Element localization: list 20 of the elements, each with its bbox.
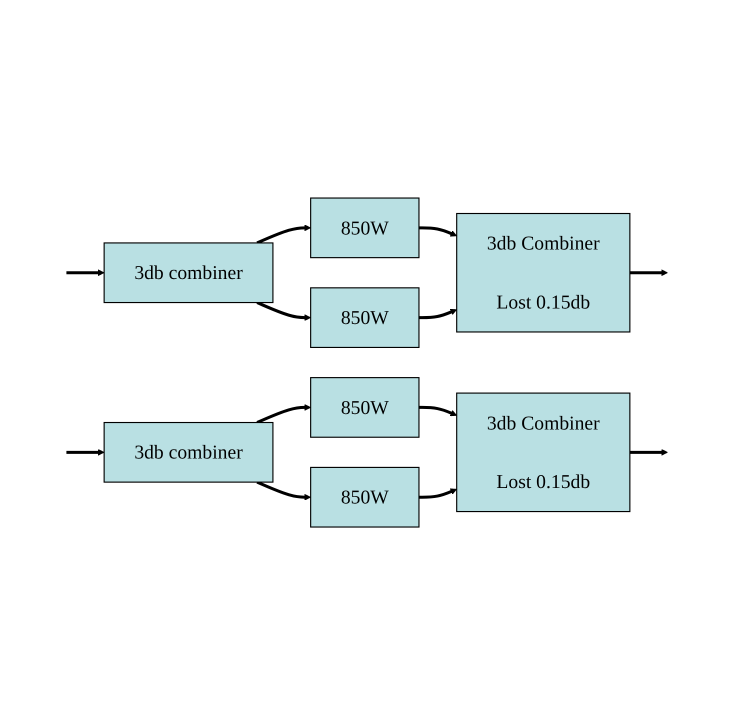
arrow: [256, 302, 311, 322]
node-box: 850W: [310, 467, 420, 528]
node-box: 3db combiner: [104, 422, 274, 484]
node-box: 850W: [310, 198, 420, 259]
node-box: 3db Combiner Lost 0.15db: [456, 213, 630, 333]
arrow: [630, 449, 668, 456]
arrow: [66, 449, 104, 456]
arrow: [418, 488, 457, 500]
arrow: [630, 270, 668, 277]
arrow: [418, 406, 457, 417]
arrow: [418, 309, 457, 320]
arrow: [256, 481, 311, 501]
arrow: [256, 225, 311, 245]
node-box: 3db combiner: [104, 242, 274, 304]
node-box: 850W: [310, 378, 420, 438]
arrow: [418, 226, 457, 238]
arrow: [256, 404, 311, 424]
node-box: 850W: [310, 288, 420, 348]
node-box: 3db Combiner Lost 0.15db: [456, 393, 630, 513]
arrow: [66, 270, 104, 277]
